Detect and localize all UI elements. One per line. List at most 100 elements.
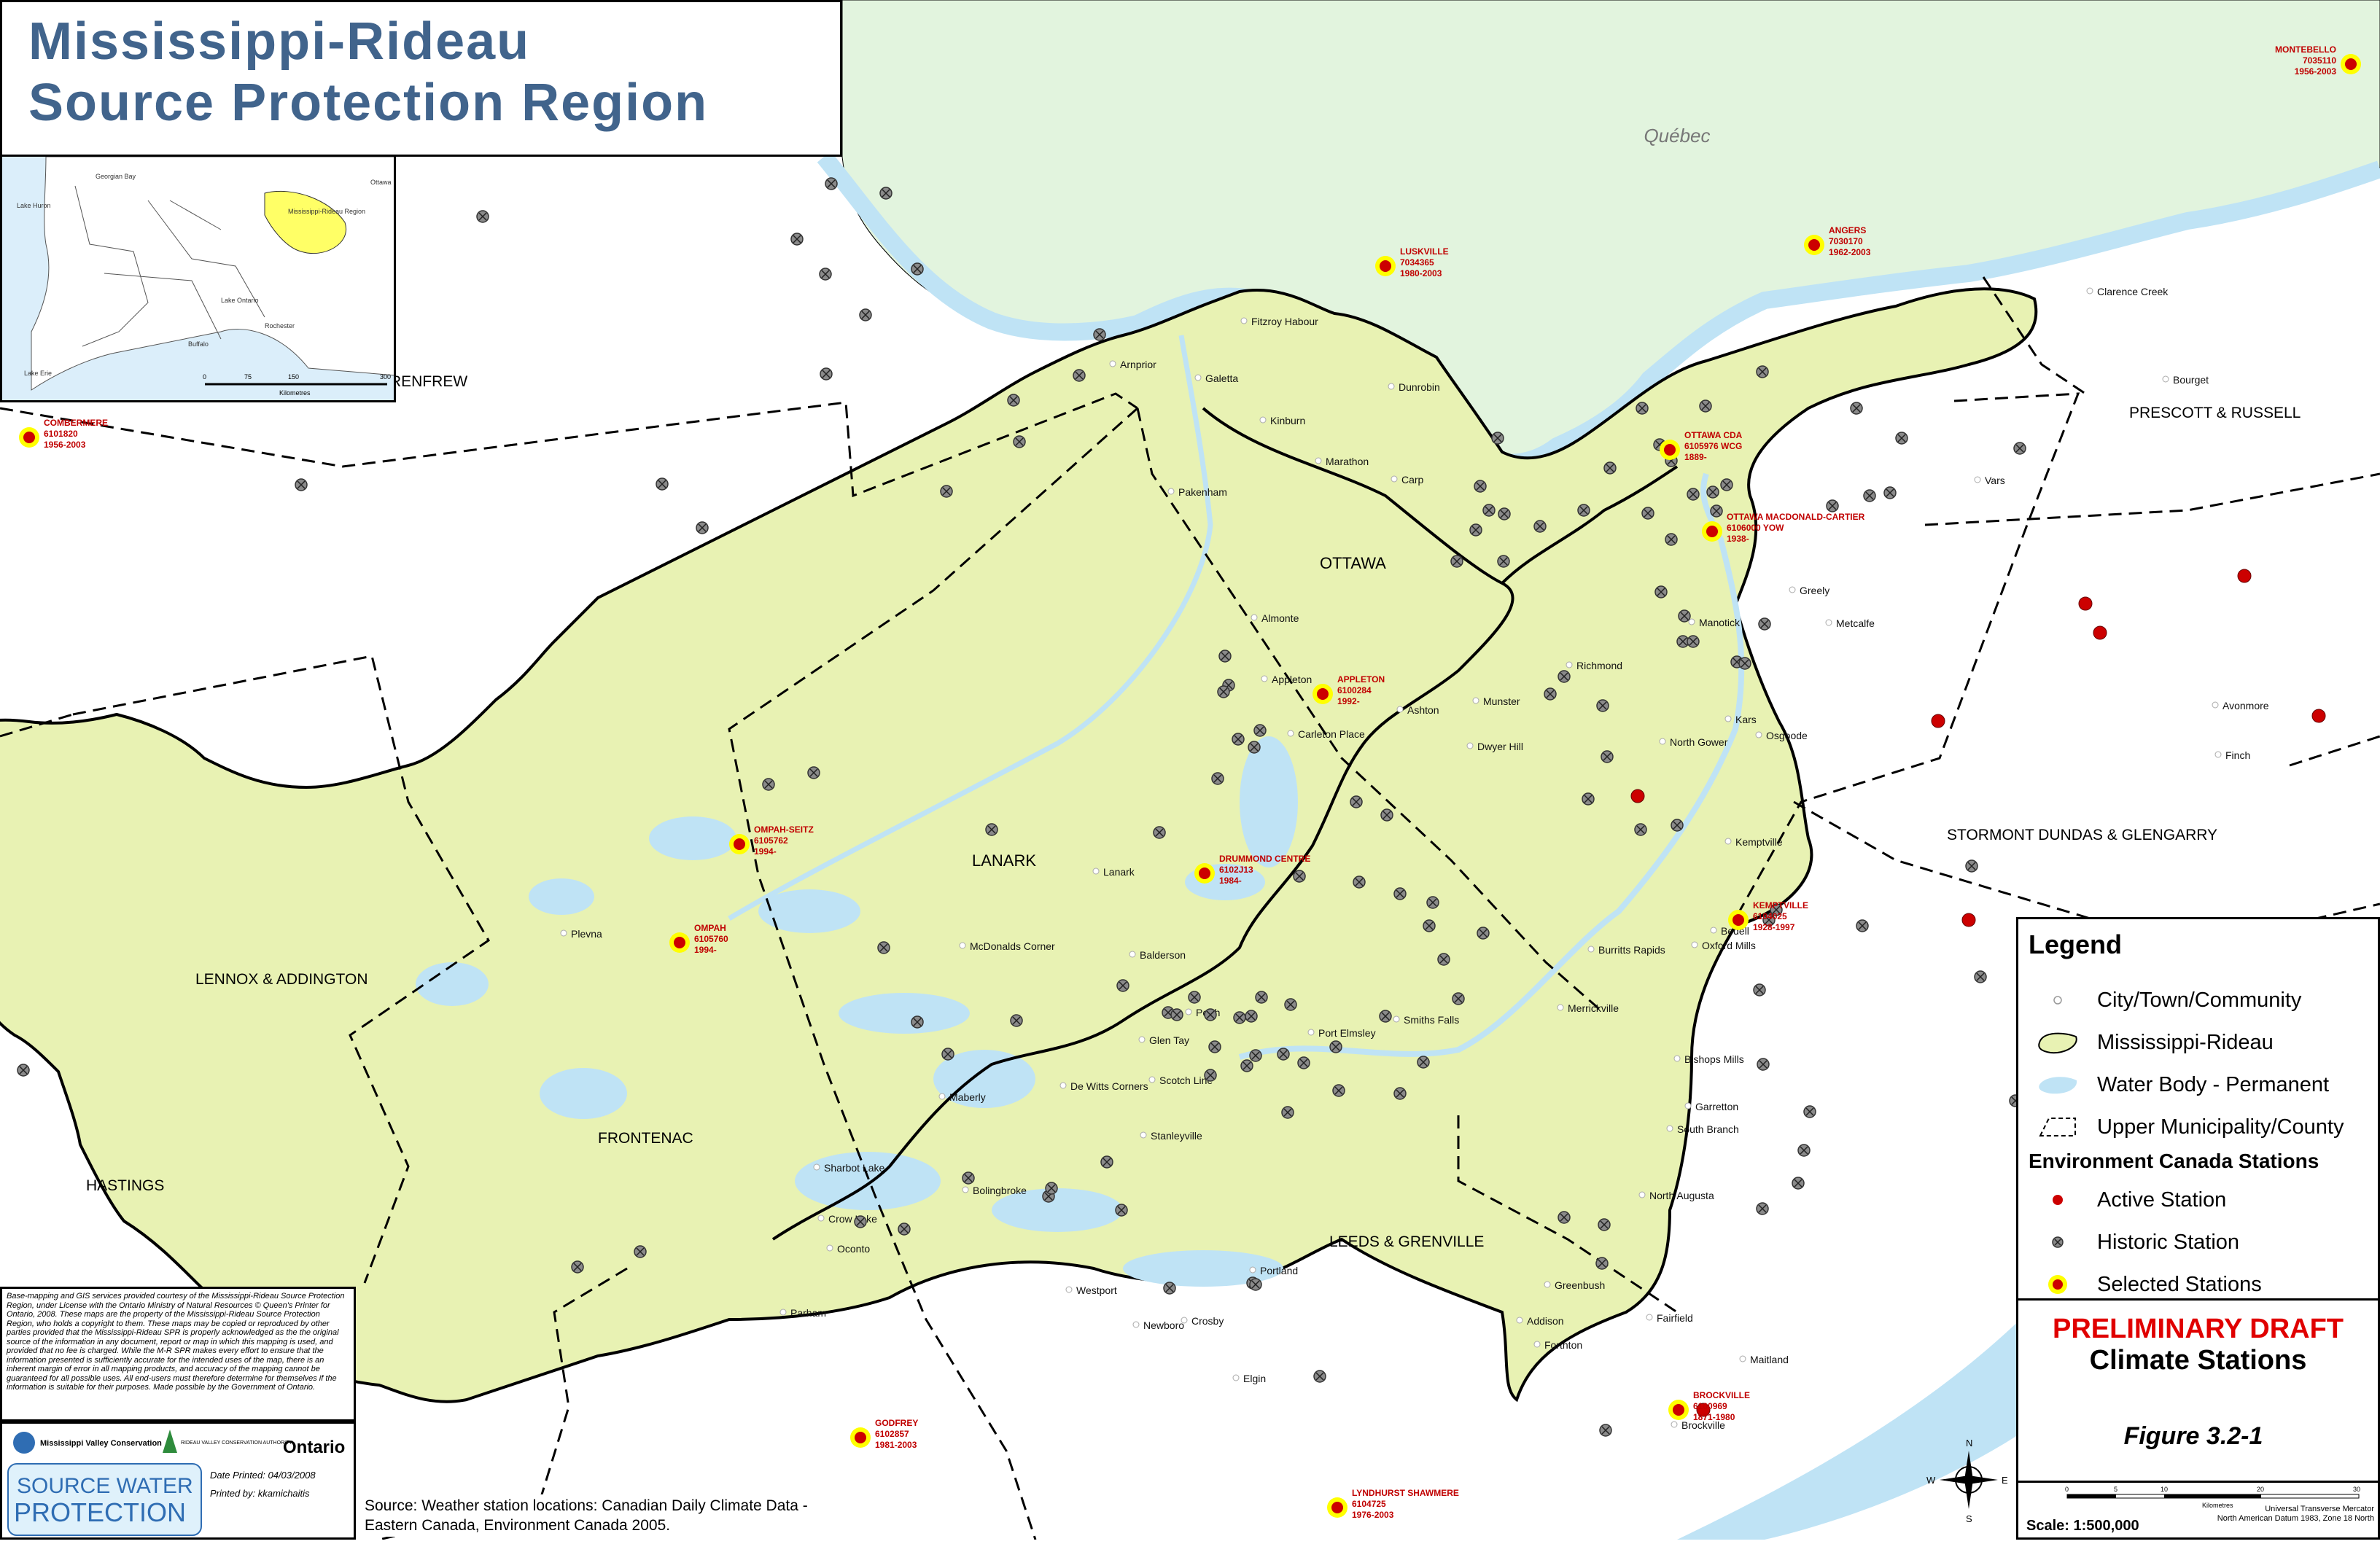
legend-label-water: Water Body - Permanent — [2097, 1072, 2330, 1096]
community-maitland: Maitland — [1739, 1354, 1789, 1365]
selected-station-label: 6102857 — [875, 1429, 909, 1439]
community-oxford-mills: Oxford Mills — [1691, 940, 1756, 951]
water-symbol-icon — [2039, 1077, 2077, 1094]
historic-station — [1577, 504, 1590, 517]
selected-stations-layer: MONTEBELLO70351101956-2003LUSKVILLE70343… — [19, 44, 2361, 1520]
selected-station-label: 7034365 — [1400, 257, 1434, 268]
historic-station — [1477, 927, 1490, 940]
scale-tick-0: 0 — [2065, 1486, 2069, 1493]
selected-station-label: 1956-2003 — [2295, 66, 2337, 77]
community-label: Lanark — [1103, 866, 1135, 878]
active-station — [2093, 625, 2107, 640]
community-label: Bolingbroke — [973, 1185, 1027, 1196]
community-de-witts-corners: De Witts Corners — [1059, 1080, 1148, 1092]
historic-station — [634, 1245, 647, 1258]
historic-station — [1249, 1278, 1262, 1291]
historic-station — [1313, 1370, 1326, 1383]
legend-row-community: City/Town/Community — [2029, 979, 2378, 1021]
historic-station — [1974, 970, 1987, 983]
map-title-line2: Source Protection Region — [28, 74, 709, 132]
community-label: De Witts Corners — [1070, 1080, 1148, 1092]
area-label-ottawa: OTTAWA — [1320, 554, 1386, 572]
community-carleton-place: Carleton Place — [1287, 728, 1365, 740]
inset-label-lake-ontario: Lake Ontario — [221, 297, 259, 304]
rideau-river — [1238, 472, 1745, 1060]
community-label: Scotch Line — [1159, 1075, 1213, 1086]
historic-station — [1482, 504, 1496, 517]
historic-station — [762, 778, 775, 791]
historic-station — [1596, 699, 1609, 712]
active-station — [1630, 789, 1645, 803]
community-portland: Portland — [1249, 1265, 1298, 1276]
community-label: Finch — [2225, 749, 2250, 761]
historic-station — [1797, 1144, 1811, 1157]
logo-mvc: Mississippi Valley Conservation — [40, 1439, 162, 1448]
community-label: Bourget — [2173, 374, 2209, 386]
lake — [416, 962, 489, 1006]
community-label: Almonte — [1261, 612, 1299, 624]
mississippi-rideau-region — [0, 287, 2038, 1403]
selected-station-label: APPLETON — [1337, 674, 1385, 685]
logos: Mississippi Valley Conservation RIDEAU V… — [7, 1430, 345, 1536]
community-label: Addison — [1527, 1315, 1564, 1327]
community-richmond: Richmond — [1566, 660, 1622, 671]
selected-station-label: OTTAWA MACDONALD-CARTIER — [1727, 512, 1865, 522]
area-label-lennox: LENNOX & ADDINGTON — [195, 971, 368, 988]
historic-station — [854, 1215, 867, 1228]
historic-station — [1826, 499, 1839, 512]
historic-station — [1010, 1014, 1023, 1027]
community-manotick: Manotick — [1688, 617, 1741, 628]
scale-panel: 0 5 10 20 30 Kilometres Scale: 1:500,000… — [2016, 1481, 2380, 1544]
historic-station — [1757, 1058, 1770, 1071]
selected-station-label: LYNDHURST SHAWMERE — [1352, 1488, 1459, 1498]
selected-station-label: OTTAWA CDA — [1684, 430, 1743, 440]
historic-station — [825, 177, 838, 190]
selected-station-label: 1938- — [1727, 534, 1749, 544]
selected-station-label: 1889- — [1684, 452, 1707, 462]
historic-station — [859, 308, 872, 321]
historic-station — [1249, 1049, 1262, 1062]
region-inner-boundary — [771, 407, 1679, 1241]
community-garretton: Garretton — [1684, 1101, 1738, 1112]
legend-label-region: Mississippi-Rideau — [2097, 1030, 2274, 1054]
selected-station-label: 1992- — [1337, 696, 1360, 706]
selected-station-label: OMPAH-SEITZ — [754, 824, 814, 835]
historic-station — [1248, 741, 1261, 754]
community-scotch-line: Scotch Line — [1148, 1075, 1213, 1086]
community-carp: Carp — [1391, 474, 1424, 486]
historic-station — [1558, 670, 1571, 683]
lake — [649, 816, 736, 860]
selected-station-label: OMPAH — [694, 923, 726, 933]
historic-station — [1293, 870, 1306, 883]
community-label: Richmond — [1576, 660, 1622, 671]
selected-station-label: 6105762 — [754, 835, 788, 846]
historic-station — [1380, 808, 1393, 822]
community-label: North Augusta — [1649, 1190, 1714, 1201]
scale-tick-30: 30 — [2353, 1486, 2360, 1493]
historic-station — [1636, 402, 1649, 415]
community-pakenham: Pakenham — [1167, 486, 1227, 498]
projection-info: Universal Transverse Mercator North Amer… — [2217, 1505, 2374, 1524]
historic-station — [1208, 1040, 1221, 1053]
community-kemptville: Kemptville — [1724, 836, 1783, 848]
legend-title: Legend — [2029, 929, 2123, 959]
historic-station — [1007, 394, 1020, 407]
inset-label-region: Mississippi-Rideau Region — [288, 208, 365, 215]
community-bourget: Bourget — [2162, 374, 2209, 386]
legend-label-historic: Historic Station — [2097, 1230, 2240, 1254]
community-label: Avonmore — [2222, 700, 2269, 711]
selected-station-label: 7035110 — [2303, 55, 2336, 66]
historic-station — [1188, 991, 1201, 1004]
community-label: Merrickville — [1568, 1002, 1619, 1014]
inset-label-lake-huron: Lake Huron — [17, 202, 51, 209]
historic-station — [1045, 1182, 1058, 1195]
historic-station — [1720, 478, 1733, 491]
community-oconto: Oconto — [826, 1243, 870, 1255]
mississippi-river — [728, 335, 1213, 921]
community-fitzroy-habour: Fitzroy Habour — [1240, 316, 1318, 327]
community-plevna: Plevna — [560, 928, 602, 940]
community-label: Ashton — [1407, 704, 1439, 716]
